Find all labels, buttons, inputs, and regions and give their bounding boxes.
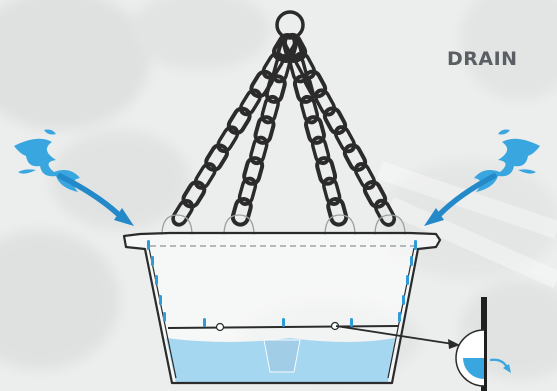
chain-link — [170, 198, 194, 227]
chains — [170, 32, 396, 227]
chain-link — [226, 106, 252, 136]
water-splash-icon — [424, 130, 540, 227]
drain-detail — [456, 297, 511, 391]
chain-link — [203, 143, 229, 173]
drain-label: DRAIN — [447, 48, 518, 70]
basket — [124, 233, 440, 383]
water-splash-icon — [14, 130, 134, 227]
chain-link — [181, 179, 207, 209]
